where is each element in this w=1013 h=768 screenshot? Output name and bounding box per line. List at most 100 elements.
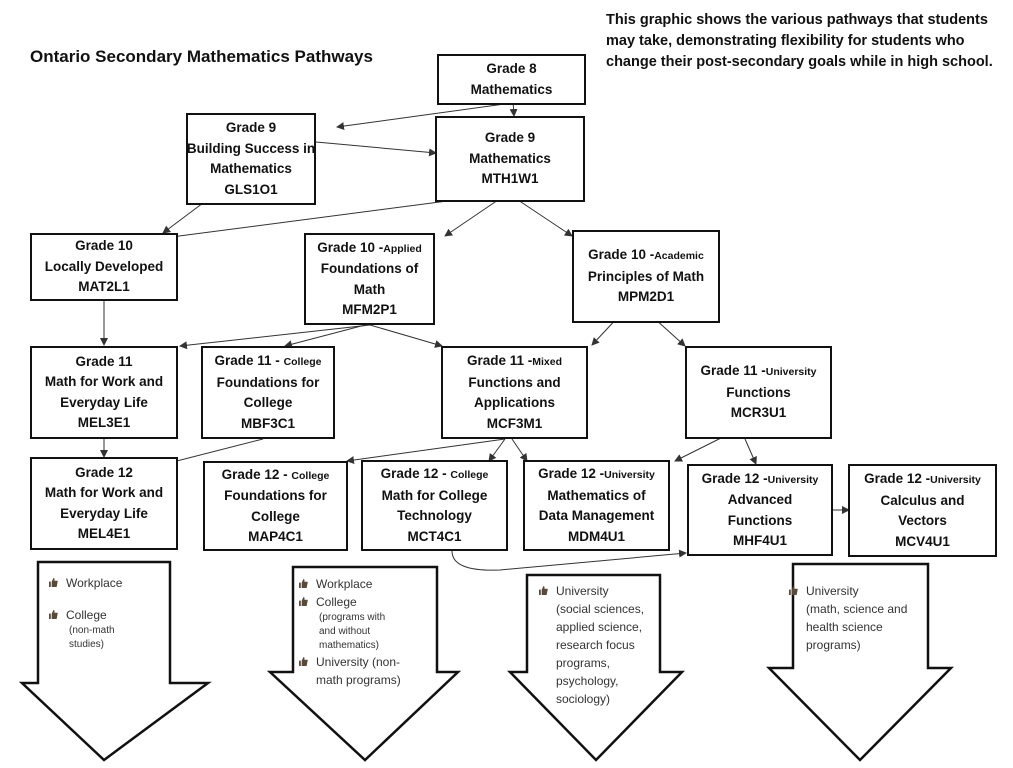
course-code: MAP4C1: [248, 529, 303, 544]
course-name-line2: College: [251, 508, 300, 524]
course-grade: Grade 11 -: [466, 353, 533, 368]
course-name-line2: College: [243, 395, 293, 410]
connector-g11uni-to-g12adv: [744, 438, 757, 465]
outcome-item: University (non-: [299, 653, 431, 671]
description-text: This graphic shows the various pathways …: [606, 12, 993, 70]
course-box-gls1o1: Grade 9 Building Success in Mathematics …: [186, 113, 316, 205]
outcome-label: University: [556, 584, 609, 598]
course-name-line1: Math for Work and: [44, 485, 164, 500]
course-code: MPM2D1: [617, 289, 675, 305]
outcome-item: Workplace: [49, 574, 167, 592]
course-grade-line: Grade 10 -Applied: [317, 238, 422, 260]
course-box-mct4c1: Grade 12 - College Math for College Tech…: [361, 460, 508, 551]
connector-g9-to-g10ld: [155, 199, 456, 243]
outcome-note: math programs): [316, 673, 401, 687]
outcome-arrow-university-math: [766, 562, 954, 762]
course-grade-line: Grade 11 -Mixed: [467, 351, 562, 373]
course-grade: Grade 11 -: [214, 353, 280, 368]
course-code: MEL3E1: [77, 415, 131, 430]
connector-g12tech-to-g12adv: [451, 549, 687, 571]
outcome-note: and without: [319, 626, 371, 637]
course-grade: Grade 12 -: [221, 466, 288, 482]
course-name: Principles of Math: [587, 268, 705, 284]
thumbs-up-icon: [299, 597, 308, 606]
course-grade: Grade 9: [484, 130, 536, 146]
course-name: Functions: [726, 384, 791, 400]
course-code: MDM4U1: [567, 528, 625, 544]
course-name-line2: Mathematics: [210, 161, 292, 176]
connector-g10app-to-g11mix: [369, 324, 443, 348]
course-name-line1: Foundations for: [216, 374, 320, 390]
course-grade: Grade 12 -: [701, 470, 768, 486]
connector-g8-to-bs: [336, 102, 513, 131]
course-name-line2: Data Management: [538, 508, 655, 523]
course-name-line2: Vectors: [898, 513, 947, 528]
course-grade-line: Grade 12 -University: [864, 469, 981, 491]
course-grade: Grade 10 -: [588, 247, 655, 263]
course-stream: College: [291, 469, 330, 482]
outcome-item: College: [299, 593, 431, 611]
course-code: MBF3C1: [240, 415, 295, 431]
course-box-mat2l1: Grade 10 Locally Developed MAT2L1: [30, 233, 178, 301]
course-stream: University: [604, 469, 655, 481]
thumbs-up-icon: [539, 586, 548, 595]
course-name-line2: Everyday Life: [60, 505, 148, 521]
course-box-map4c1: Grade 12 - College Foundations for Colle…: [203, 461, 348, 551]
course-code: MCV4U1: [895, 533, 950, 549]
course-stream: Mixed: [532, 356, 563, 368]
course-box-mel4e1: Grade 12 Math for Work and Everyday Life…: [30, 457, 178, 550]
course-box-grade8-mathematics: Grade 8 Mathematics: [437, 54, 586, 105]
connector-g10app-to-g11work: [179, 324, 371, 350]
course-name-line2: Math: [353, 281, 386, 297]
course-stream: University: [765, 366, 817, 379]
course-box-mbf3c1: Grade 11 - College Foundations for Colle…: [201, 346, 335, 439]
course-grade-line: Grade 12 - College: [222, 465, 330, 487]
outcome-label: Workplace: [316, 577, 373, 591]
outcome-item: University: [789, 582, 924, 600]
outcome-label: College: [66, 608, 107, 622]
connector-bs-to-g9: [315, 141, 437, 157]
course-name-line1: Foundations of: [320, 261, 419, 276]
outcome-note: health science: [806, 620, 883, 634]
outcome-note: applied science,: [556, 620, 643, 634]
course-name-line2: Everyday Life: [60, 394, 148, 410]
course-grade: Grade 8: [486, 61, 537, 76]
course-grade-line: Grade 12 -University: [702, 469, 819, 491]
connector-g9-to-g10acad: [517, 199, 573, 237]
outcome-arrow-workplace: [18, 560, 212, 762]
course-code: MAT2L1: [78, 279, 130, 295]
connector-bs-to-g10ld: [162, 199, 208, 234]
course-code: MFM2P1: [342, 302, 397, 317]
outcome-note: studies): [69, 639, 105, 650]
outcome-note: psychology,: [556, 674, 619, 688]
thumbs-up-icon: [49, 610, 58, 619]
course-grade: Grade 9: [225, 120, 277, 135]
course-box-mcv4u1: Grade 12 -University Calculus and Vector…: [848, 464, 997, 557]
course-name-line1: Foundations for: [224, 488, 327, 503]
outcome-arrow-college: [266, 565, 462, 762]
outcome-label: University: [806, 584, 859, 598]
course-box-mpm2d1: Grade 10 -Academic Principles of Math MP…: [572, 230, 720, 323]
course-code: MCT4C1: [407, 528, 462, 544]
course-grade: Grade 12 -: [538, 466, 605, 481]
course-box-mdm4u1: Grade 12 -University Mathematics of Data…: [523, 460, 670, 551]
course-grade: Grade 11 -: [700, 363, 766, 379]
outcome-note: (programs with: [319, 612, 386, 623]
course-grade: Grade 12: [75, 464, 133, 480]
course-name-line1: Building Success in: [186, 140, 316, 156]
course-code: MEL4E1: [77, 526, 131, 541]
course-stream: University: [767, 473, 819, 486]
course-box-mth1w1: Grade 9 Mathematics MTH1W1: [435, 116, 585, 202]
connector-g10app-to-g11col: [284, 324, 366, 349]
course-grade-line: Grade 11 -University: [700, 361, 816, 383]
course-box-mel3e1: Grade 11 Math for Work and Everyday Life…: [30, 346, 178, 439]
course-name-line2: Functions: [727, 512, 793, 528]
outcome-text-university-social: University (social sciences, applied sci…: [539, 582, 659, 708]
course-name-line1: Mathematics of: [547, 487, 646, 503]
connector-g9-to-g10app: [444, 199, 499, 237]
course-grade: Grade 10: [75, 238, 133, 254]
outcome-note: programs,: [556, 656, 611, 670]
course-name: Mathematics: [470, 81, 553, 97]
outcome-label: University (non-: [316, 655, 401, 669]
